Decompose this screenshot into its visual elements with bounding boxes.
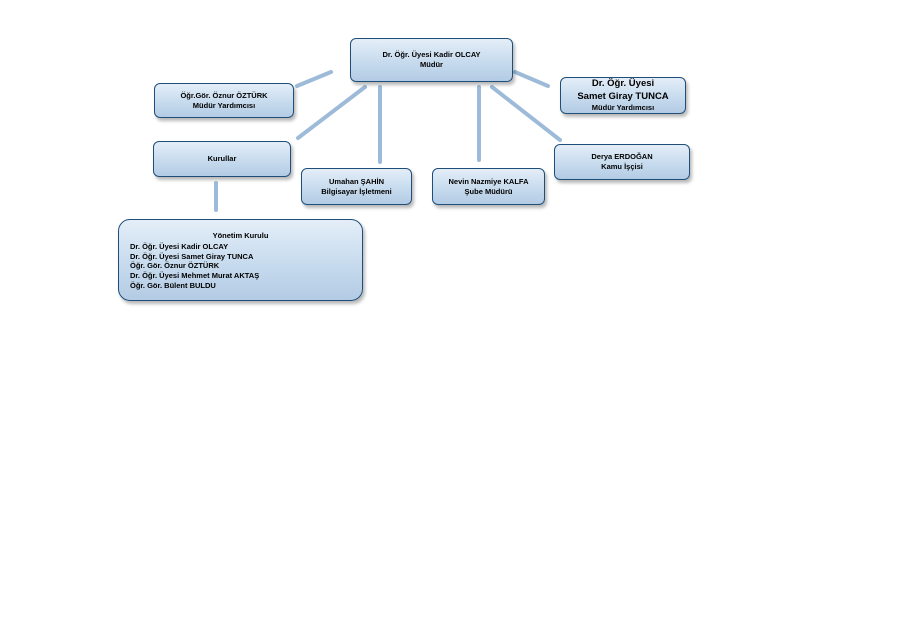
councils-box: Kurullar (153, 141, 291, 177)
board-member: Dr. Öğr. Üyesi Kadir OLCAY (130, 241, 229, 251)
staff-role: Kamu İşçisi (601, 162, 643, 171)
assistant-right-box: Dr. Öğr. Üyesi Samet Giray TUNCA Müdür Y… (560, 77, 686, 114)
board-member: Öğr. Gör. Öznur ÖZTÜRK (130, 261, 220, 271)
assistant-right-title: Dr. Öğr. Üyesi (591, 78, 655, 90)
staff-role: Şube Müdürü (464, 186, 513, 196)
connector-director-assistant-right (513, 70, 550, 88)
assistant-left-name: Öğr.Gör. Öznur ÖZTÜRK (180, 90, 268, 100)
staff-role: Bilgisayar İşletmeni (321, 186, 392, 196)
staff-box-nevin: Nevin Nazmiye KALFA Şube Müdürü (432, 168, 545, 205)
staff-box-derya: Derya ERDOĞAN Kamu İşçisi (554, 144, 690, 180)
assistant-right-role: Müdür Yardımcısı (591, 102, 655, 112)
director-name: Dr. Öğr. Üyesi Kadir OLCAY (382, 50, 481, 60)
board-member-list: Dr. Öğr. Üyesi Kadir OLCAY Dr. Öğr. Üyes… (119, 242, 259, 291)
staff-box-umahan: Umahan ŞAHİN Bilgisayar İşletmeni (301, 168, 412, 205)
connector-director-derya (490, 85, 562, 142)
assistant-left-box: Öğr.Gör. Öznur ÖZTÜRK Müdür Yardımcısı (154, 83, 294, 118)
director-box: Dr. Öğr. Üyesi Kadir OLCAY Müdür (350, 38, 513, 82)
board-member: Öğr. Gör. Bülent BULDU (130, 280, 216, 290)
assistant-right-name: Samet Giray TUNCA (577, 90, 669, 102)
connector-director-assistant-left (295, 70, 333, 88)
board-box: Yönetim Kurulu Dr. Öğr. Üyesi Kadir OLCA… (118, 219, 363, 301)
board-member: Dr. Öğr. Üyesi Samet Giray TUNCA (130, 251, 254, 261)
staff-name: Derya ERDOĞAN (591, 152, 653, 162)
board-title: Yönetim Kurulu (212, 231, 269, 240)
staff-name: Umahan ŞAHİN (328, 176, 384, 186)
assistant-left-role: Müdür Yardımcısı (192, 100, 256, 110)
councils-label: Kurullar (207, 154, 237, 164)
board-member: Dr. Öğr. Üyesi Mehmet Murat AKTAŞ (130, 271, 260, 280)
staff-name: Nevin Nazmiye KALFA (448, 176, 529, 186)
connector-director-councils (296, 85, 367, 140)
director-role: Müdür (420, 60, 443, 69)
